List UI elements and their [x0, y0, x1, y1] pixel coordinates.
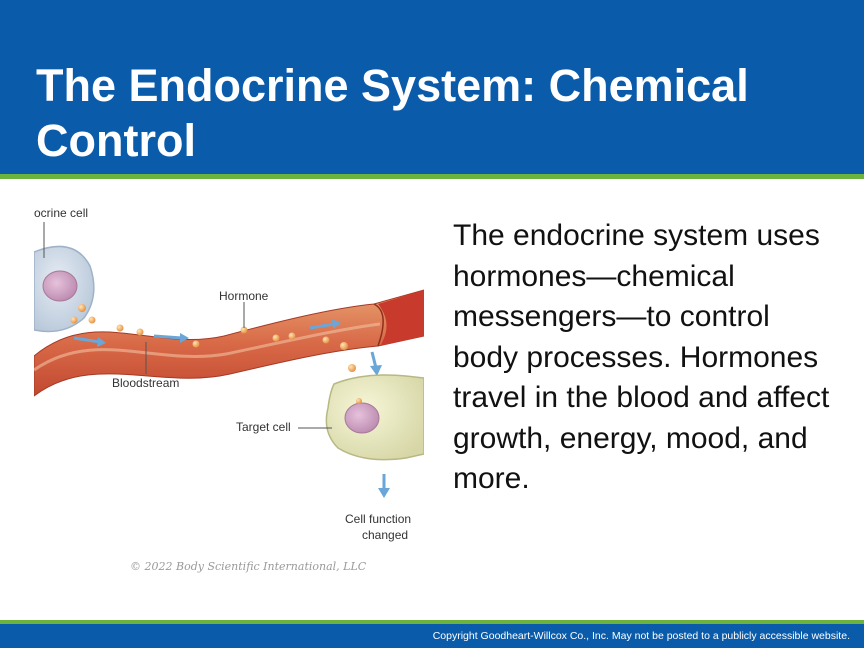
- hormone-particle: [78, 304, 86, 312]
- slide-title: The Endocrine System: Chemical Control: [36, 60, 749, 166]
- footer-divider: [0, 620, 864, 624]
- target-cell-label: Target cell: [236, 420, 291, 434]
- target-cell: [325, 374, 424, 461]
- hormone-particle: [240, 326, 248, 334]
- endocrine-illustration: ocrine cell: [34, 196, 424, 586]
- hormone-particle: [288, 332, 296, 340]
- slide-body-text: The endocrine system uses hormones—chemi…: [453, 219, 830, 495]
- hormone-particle: [88, 316, 96, 324]
- footer-bar: Copyright Goodheart-Willcox Co., Inc. Ma…: [0, 624, 864, 648]
- title-bar: The Endocrine System: Chemical Control: [0, 0, 864, 174]
- bloodstream-label: Bloodstream: [112, 376, 179, 390]
- endocrine-cell: [34, 245, 95, 333]
- copyright-notice: Copyright Goodheart-Willcox Co., Inc. Ma…: [432, 630, 850, 642]
- bound-hormone: [356, 398, 362, 404]
- hormone-particle: [136, 328, 144, 336]
- hormone-particle: [116, 324, 124, 332]
- cell-function-label-line2: changed: [362, 528, 408, 542]
- hormone-particle: [322, 336, 330, 344]
- hormone-particle: [272, 334, 280, 342]
- hormone-particle: [348, 364, 356, 372]
- endocrine-cell-label: ocrine cell: [34, 206, 88, 220]
- hormone-particle: [340, 342, 348, 350]
- hormone-particle: [192, 340, 200, 348]
- hormone-label: Hormone: [219, 289, 269, 303]
- cell-function-label-line1: Cell function: [345, 512, 411, 526]
- header-divider: [0, 174, 864, 179]
- flow-arrows: [73, 319, 390, 498]
- image-credit: © 2022 Body Scientific International, LL…: [130, 560, 367, 573]
- hormone-particle: [70, 316, 78, 324]
